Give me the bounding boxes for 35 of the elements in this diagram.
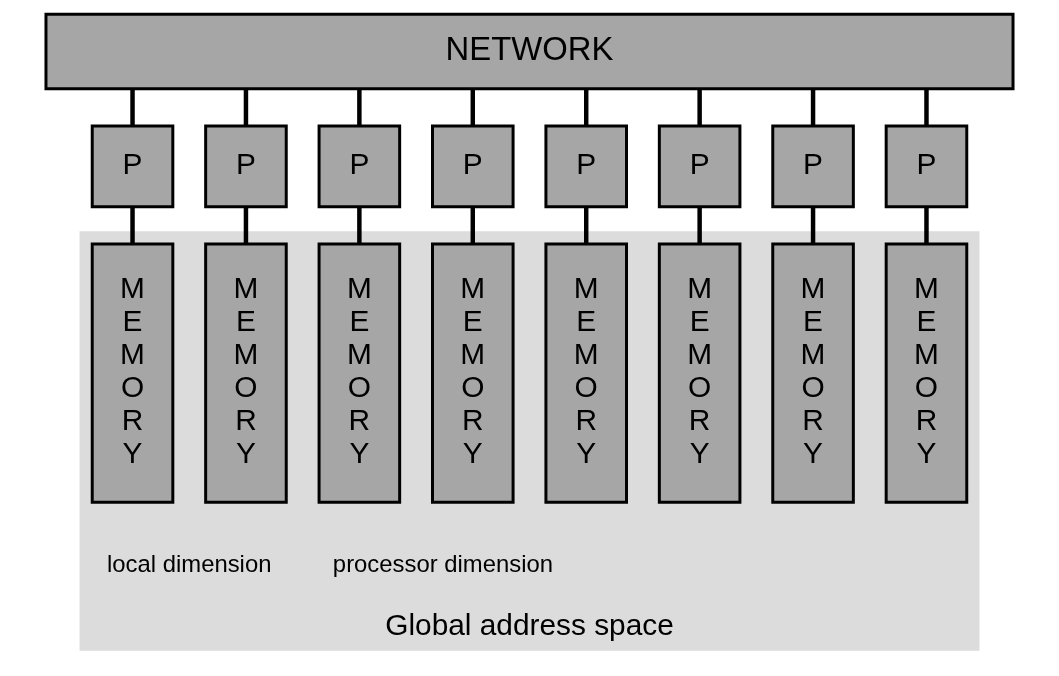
- connector: [583, 206, 589, 244]
- connector: [243, 206, 249, 244]
- node-box: P: [90, 124, 175, 209]
- node-box: P: [884, 124, 969, 209]
- connector: [924, 206, 929, 244]
- node-box: MEMORY: [90, 242, 175, 504]
- label: local dimension: [107, 550, 272, 577]
- connector: [357, 89, 362, 126]
- node-box: MEMORY: [657, 242, 742, 504]
- node-box: MEMORY: [884, 242, 969, 504]
- node-box: MEMORY: [544, 242, 628, 504]
- node-box: P: [771, 124, 855, 209]
- label: processor dimension: [332, 550, 554, 577]
- connector: [810, 89, 816, 126]
- node-box: P: [204, 124, 288, 209]
- connector: [810, 206, 816, 244]
- node-box: P: [317, 124, 402, 209]
- node-box: MEMORY: [771, 242, 855, 504]
- connector: [130, 206, 135, 244]
- node-box: P: [657, 124, 742, 209]
- node-box: NETWORK: [44, 12, 1015, 91]
- node-box: MEMORY: [204, 242, 288, 504]
- connector: [697, 89, 702, 126]
- node-box: P: [544, 124, 628, 209]
- connector: [243, 89, 249, 126]
- connector: [924, 89, 929, 126]
- connector: [130, 89, 135, 126]
- connector: [470, 89, 476, 126]
- connector: [357, 206, 362, 244]
- connector: [583, 89, 589, 126]
- node-box: MEMORY: [431, 242, 515, 504]
- node-box: P: [431, 124, 515, 209]
- connector: [470, 206, 476, 244]
- connector: [697, 206, 702, 244]
- node-box: MEMORY: [317, 242, 402, 504]
